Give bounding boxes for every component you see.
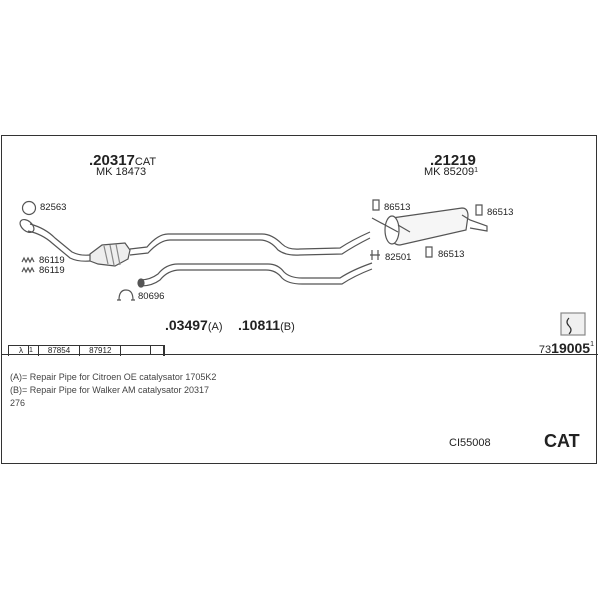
cat-label: CAT [544,431,580,451]
upper-pipe [129,231,371,256]
note-code: 276 [10,398,26,408]
catalyst [89,242,131,267]
front-pipe-mk: MK 18473 [96,166,147,178]
clamp-front-icon [117,289,135,301]
flange-icon [19,218,35,234]
lower-pipe [139,262,373,287]
note-a: (A)= Repair Pipe for Citroen OE catalysa… [10,372,217,382]
front-pipe-number[interactable]: .20317CAT [89,152,157,169]
hanger-label-1[interactable]: 86513 [384,202,411,213]
hanger-2-icon [475,204,483,216]
lambda-cell [121,346,165,356]
kit-number[interactable]: 73190051 [538,340,594,356]
lambda-cell[interactable]: 87854 [39,346,81,356]
rear-silencer-mk: MK 852091 [424,166,479,178]
diagram-frame [1,135,597,464]
hanger-1-icon [372,199,380,211]
kit-icon [560,312,586,336]
front-pipe [27,223,91,262]
repair-pipe-b[interactable]: .10811(B) [238,317,295,333]
repair-pipe-a[interactable]: .03497(A) [165,317,223,333]
hanger-label-2[interactable]: 86513 [487,207,514,218]
rear-silencer-number[interactable]: .21219 [430,152,476,169]
table-end [150,345,151,355]
hanger-label-3[interactable]: 86513 [438,249,465,260]
diagram-code: CI55008 [449,437,491,449]
hanger-3-icon [425,246,433,258]
note-b: (B)= Repair Pipe for Walker AM catalysat… [10,385,210,395]
clamp-front-label[interactable]: 80696 [138,291,165,302]
spring-icon [21,256,35,274]
spring-label-2[interactable]: 86119 [39,265,65,276]
clamp-rear-label[interactable]: 82501 [385,252,412,263]
gasket-label[interactable]: 82563 [40,202,67,213]
clamp-rear-icon [370,250,380,260]
divider [1,354,598,355]
gasket-icon [21,200,37,216]
spring-label-1[interactable]: 86119 [39,255,65,266]
lambda-cell[interactable]: 87912 [80,346,122,356]
